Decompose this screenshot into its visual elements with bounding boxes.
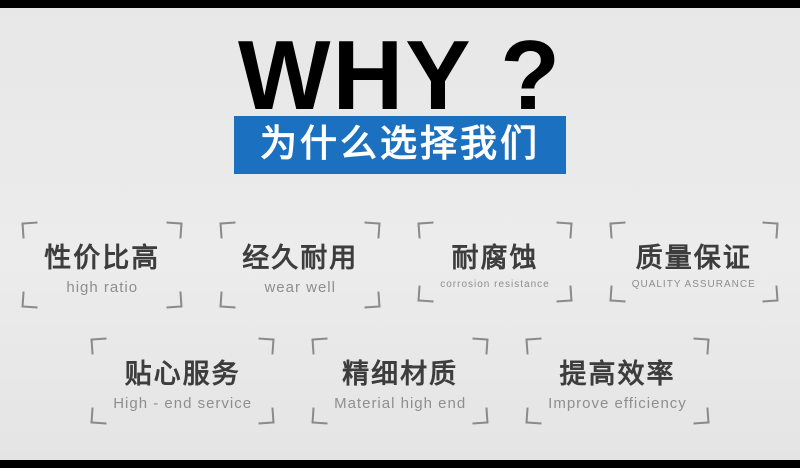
feature-title-cn: 精细材质 [342, 359, 459, 389]
corner-bracket-icon [219, 291, 237, 309]
feature-title-cn: 耐腐蚀 [451, 243, 539, 273]
feature-subtitle-en: Material high end [334, 395, 467, 412]
feature-item-wear-well: 经久耐用 wear well [219, 221, 381, 309]
feature-item-quality-assurance: 质量保证 QUALITY ASSURANCE [609, 221, 779, 303]
corner-bracket-icon [761, 285, 779, 303]
corner-bracket-icon [219, 221, 237, 239]
corner-bracket-icon [21, 291, 39, 309]
corner-bracket-icon [90, 337, 108, 355]
corner-bracket-icon [363, 291, 381, 309]
feature-item-high-end-service: 贴心服务 High - end service [90, 337, 275, 425]
feature-item-material-high-end: 精细材质 Material high end [311, 337, 489, 425]
feature-title-cn: 经久耐用 [242, 243, 359, 273]
feature-title-cn: 质量保证 [635, 243, 752, 273]
corner-bracket-icon [363, 221, 381, 239]
feature-title-cn: 提高效率 [559, 359, 676, 389]
corner-bracket-icon [525, 407, 543, 425]
corner-bracket-icon [311, 337, 329, 355]
corner-bracket-icon [311, 407, 329, 425]
corner-bracket-icon [165, 291, 183, 309]
corner-bracket-icon [257, 337, 275, 355]
corner-bracket-icon [417, 285, 435, 303]
feature-subtitle-en: High - end service [113, 395, 253, 412]
corner-bracket-icon [257, 407, 275, 425]
feature-subtitle-en: QUALITY ASSURANCE [631, 279, 756, 290]
corner-bracket-icon [692, 407, 710, 425]
feature-title-cn: 贴心服务 [124, 359, 241, 389]
bottom-black-bar [0, 460, 800, 468]
feature-row-2: 贴心服务 High - end service 精细材质 Material hi… [90, 337, 710, 425]
feature-row-1: 性价比高 high ratio 经久耐用 wear well 耐腐蚀 corro… [21, 221, 779, 309]
corner-bracket-icon [609, 221, 627, 239]
corner-bracket-icon [165, 221, 183, 239]
corner-bracket-icon [417, 221, 435, 239]
feature-item-improve-efficiency: 提高效率 Improve efficiency [525, 337, 710, 425]
feature-rows: 性价比高 high ratio 经久耐用 wear well 耐腐蚀 corro… [0, 221, 800, 425]
corner-bracket-icon [21, 221, 39, 239]
corner-bracket-icon [555, 285, 573, 303]
title-why: WHY ? [238, 20, 562, 130]
feature-subtitle-en: corrosion resistance [440, 279, 550, 290]
feature-title-cn: 性价比高 [44, 243, 161, 273]
corner-bracket-icon [471, 337, 489, 355]
feature-item-corrosion-resistance: 耐腐蚀 corrosion resistance [417, 221, 573, 303]
feature-subtitle-en: Improve efficiency [548, 395, 687, 412]
corner-bracket-icon [471, 407, 489, 425]
banner-why-choose-us: 为什么选择我们 [234, 115, 566, 175]
corner-bracket-icon [692, 337, 710, 355]
feature-subtitle-en: high ratio [66, 279, 139, 296]
feature-item-high-ratio: 性价比高 high ratio [21, 221, 183, 309]
corner-bracket-icon [90, 407, 108, 425]
corner-bracket-icon [525, 337, 543, 355]
top-black-bar [0, 0, 800, 8]
corner-bracket-icon [761, 221, 779, 239]
hero-section: WHY ? 为什么选择我们 [0, 8, 800, 175]
corner-bracket-icon [555, 221, 573, 239]
feature-subtitle-en: wear well [264, 279, 336, 296]
corner-bracket-icon [609, 285, 627, 303]
